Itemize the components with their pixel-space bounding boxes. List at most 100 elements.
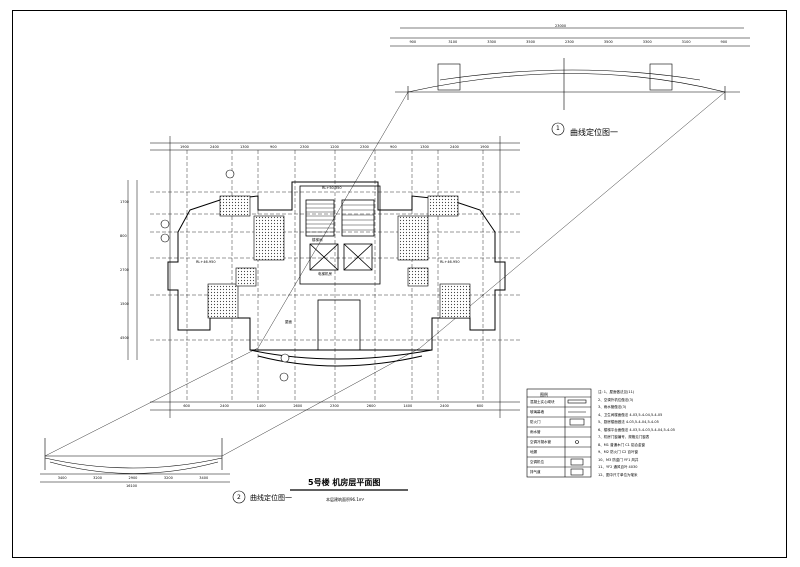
dim-value: 600 [183, 404, 191, 408]
dim-value: 2700 [120, 268, 129, 272]
dim-value: 2300 [360, 145, 369, 149]
dim-value: 1300 [240, 145, 249, 149]
building-outline [167, 181, 506, 367]
note-line: 10、M3 防盗门 YF1 风井 [598, 457, 639, 462]
dim-value: 3200 [93, 476, 103, 480]
note-line: 5、厨房楼面做法 4-03,5-4-04,5-4-05 [598, 420, 659, 424]
drawing-frame [12, 10, 787, 558]
detail1-marker [551, 122, 565, 136]
dim-value: 3300 [487, 40, 497, 44]
room-label-stair: 楼梯间 [312, 238, 323, 242]
stair-box-2 [341, 199, 375, 237]
hatched-zones [207, 195, 471, 319]
dim-value: 3400 [57, 476, 67, 480]
note-line: 3、雨水管做法(3) [598, 405, 627, 409]
dim-top-total: 23000 [555, 24, 567, 28]
dim-value: 2900 [128, 476, 138, 480]
dim-value: 900 [270, 145, 277, 149]
note-line: 注: 1、屋面做法见(11) [598, 390, 635, 394]
dim-value: 2400 [220, 404, 229, 408]
hatch-br [439, 283, 471, 319]
hatch-tr [427, 195, 459, 217]
plan-axis-grid [127, 136, 520, 418]
drawing-subtitle: 本层建筑面积96.1m² [326, 497, 365, 502]
room-label-elevator: 电梯机房 [318, 272, 332, 276]
dim-value: 1900 [480, 145, 489, 149]
elev-right: RL+46.950 [440, 260, 460, 264]
hatch-l-mid [253, 215, 285, 261]
dim-value: 2400 [450, 145, 459, 149]
dim-value: 2300 [565, 40, 574, 44]
note-line: 4、卫生间楼面做法 4-03,5-4-04,5-4-05 [598, 412, 663, 417]
detail2-number: 2 [237, 494, 241, 501]
dim-value: 4500 [120, 336, 129, 340]
dim-value: 1400 [256, 404, 266, 408]
drawing-title: 5号楼 机房层平面图 [308, 478, 381, 487]
dim-value: 2300 [330, 404, 339, 408]
detail2-arc [44, 457, 223, 469]
curve-detail-1 [390, 27, 750, 136]
legend-row-label: 防火门 [530, 420, 541, 424]
core-area [299, 185, 381, 351]
note-line: 6、楼梯平台面做法 4-03,5-4-03,5-4-04,5-4-05 [598, 427, 675, 432]
dim-value: 3200 [163, 476, 173, 480]
elevator-left [309, 243, 339, 271]
dim-value: 2300 [300, 145, 309, 149]
legend-row-label: 混凝土实心砌块 [530, 400, 555, 404]
dim-value: 1900 [180, 145, 189, 149]
dim-value: 2400 [210, 145, 219, 149]
legend-box [526, 388, 592, 478]
elev-top: RL+50.350 [322, 186, 342, 190]
dim-value: 2600 [293, 404, 303, 408]
corridor-box [317, 299, 361, 351]
dim-value: 1500 [120, 302, 129, 306]
dim-value: 1300 [420, 145, 429, 149]
note-line: 11、YF2 通风百叶 4030 [598, 465, 638, 469]
dim-value: 2600 [366, 404, 376, 408]
dim-value: 3500 [603, 40, 613, 44]
room-label-roof: 屋面 [285, 320, 292, 324]
detail1-arc-inner [439, 69, 701, 81]
detail1-left-block [437, 63, 461, 91]
detail2-label: 曲线定位图一 [250, 494, 292, 502]
dim-value: 3300 [642, 40, 652, 44]
dim-value: 1200 [330, 145, 339, 149]
dim-bottom-total: 16100 [126, 484, 138, 488]
dim-value: 1400 [403, 404, 413, 408]
legend-row-label: 地漏 [530, 450, 537, 454]
legend-row-label: 玻璃幕墙 [530, 410, 544, 414]
dim-value: 3100 [448, 40, 458, 44]
curve-detail-2 [40, 438, 246, 504]
detail1-label: 曲线定位图一 [570, 128, 618, 137]
dim-value: 3400 [199, 476, 209, 480]
hatch-bl [207, 283, 239, 319]
note-line: 12、图中尺寸单位为毫米 [598, 472, 638, 477]
legend-row-label: 雨水管 [530, 430, 541, 434]
note-line: 7、机房门窗编号、规格见门窗表 [598, 435, 650, 439]
hatch-r-mid [397, 215, 429, 261]
detail1-right-block [649, 63, 673, 91]
dim-value: 1700 [120, 200, 129, 204]
note-line: 8、M1 普通木门 C1 铝合金窗 [598, 442, 645, 447]
stair-box [305, 199, 335, 237]
legend-row-label: 空调冷凝水管 [530, 440, 551, 444]
legend-row-label: 排气道 [530, 470, 541, 474]
dim-value: 600 [476, 404, 484, 408]
dim-value: 900 [390, 145, 397, 149]
elevator-right [343, 243, 373, 271]
hatch-tl [219, 195, 251, 217]
dim-value: 3500 [526, 40, 536, 44]
dim-value: 900 [720, 40, 728, 44]
note-line: 2、空调外机位做法(3) [598, 397, 634, 402]
note-line: 9、M2 防火门 C2 百叶窗 [598, 450, 638, 454]
detail2-marker [232, 490, 246, 504]
dim-value: 800 [120, 234, 127, 238]
elev-left: RL+46.950 [196, 260, 216, 264]
dim-value: 2400 [440, 404, 449, 408]
legend-title: 图例 [540, 392, 548, 397]
detail1-arc-outer [407, 73, 726, 93]
curved-balcony [249, 349, 433, 360]
legend-row-label: 空调机位 [530, 460, 544, 464]
